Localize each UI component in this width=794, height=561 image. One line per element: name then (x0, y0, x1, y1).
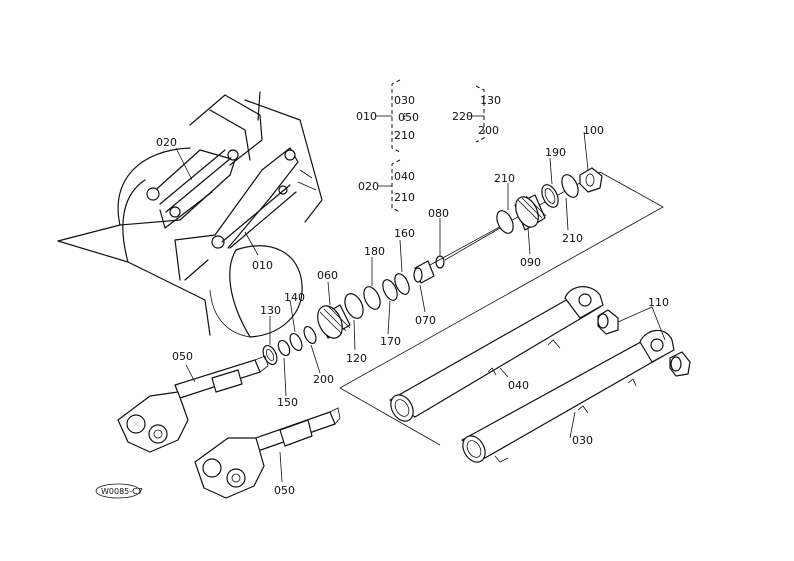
loader-frame-illustration (57, 91, 323, 338)
label-050-upper: 050 (172, 350, 193, 363)
piston-rod-050-lower (194, 407, 341, 499)
label-100: 100 (583, 124, 604, 137)
label-050-lower: 050 (274, 484, 295, 497)
leader-lines (175, 131, 666, 483)
label-210-a: 210 (494, 172, 515, 185)
piston-rod-050-upper (117, 355, 269, 453)
bushing-110 (597, 309, 691, 377)
label-210-b: 210 (562, 232, 583, 245)
label-090: 090 (520, 256, 541, 269)
part-labels: 020 010 100 190 210 210 090 080 160 070 … (156, 124, 669, 497)
label-190: 190 (545, 146, 566, 159)
label-180: 180 (364, 245, 385, 258)
label-020: 020 (156, 136, 177, 149)
svg-text:⁝: ⁝ (403, 110, 407, 123)
kit-010-bottom: 210 (394, 129, 415, 142)
kit-labels: 010 030 050 210 020 040 210 220 130 200 (356, 94, 501, 204)
drawing-code: W0085-C7 (101, 487, 143, 496)
kit-220-bottom: 200 (478, 124, 499, 137)
kit-220-top: 130 (480, 94, 501, 107)
label-030: 030 (572, 434, 593, 447)
label-010: 010 (252, 259, 273, 272)
label-200: 200 (313, 373, 334, 386)
piston-seal-stack (262, 167, 603, 366)
kit-brackets: ⁝ (376, 79, 485, 213)
kit-020-bottom: 210 (394, 191, 415, 204)
kit-020-code: 020 (358, 180, 379, 193)
label-110: 110 (648, 296, 669, 309)
label-150: 150 (277, 396, 298, 409)
label-120: 120 (346, 352, 367, 365)
drawing-code-stamp: W0085-C7 (95, 483, 143, 499)
kit-010-top: 030 (394, 94, 415, 107)
kit-220-code: 220 (452, 110, 473, 123)
label-130: 130 (260, 304, 281, 317)
label-160: 160 (394, 227, 415, 240)
label-040: 040 (508, 379, 529, 392)
label-140: 140 (284, 291, 305, 304)
kit-010-code: 010 (356, 110, 377, 123)
label-170: 170 (380, 335, 401, 348)
kit-020-top: 040 (394, 170, 415, 183)
cylinder-tube-040 (389, 286, 604, 422)
label-060: 060 (317, 269, 338, 282)
label-070: 070 (415, 314, 436, 327)
cylinder-tube-030 (461, 329, 675, 463)
kit-010-mid: 050 (398, 111, 419, 124)
label-080: 080 (428, 207, 449, 220)
